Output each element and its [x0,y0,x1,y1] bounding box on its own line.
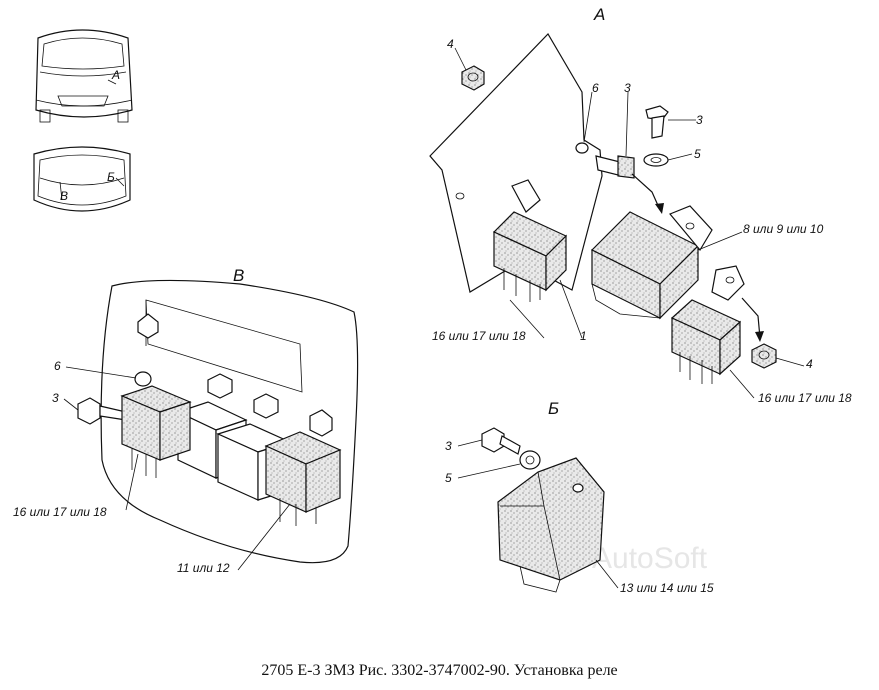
watermark: AutoSoft [592,542,708,575]
callout-b-13-relay: 13 или 14 или 15 [620,581,714,595]
vehicle-front-mark-a: А [111,68,120,82]
view-v-title: В [233,266,244,285]
callout-v-3-bolt: 3 [52,391,59,405]
callout-a-16-relay-left: 16 или 17 или 18 [432,329,526,343]
vehicle-bay-mark-v: В [60,189,68,203]
callout-v-6-washer: 6 [54,359,61,373]
callout-a-8-relay: 8 или 9 или 10 [743,222,824,236]
view-v-assembly [63,279,359,571]
callout-a-3-bolt: 3 [624,81,631,95]
callout-b-3-bolt: 3 [445,439,452,453]
callout-a-16-relay-right: 16 или 17 или 18 [758,391,852,405]
callout-a-4-nut: 4 [447,37,454,51]
vehicle-front-view [35,29,133,123]
vehicle-bay-mark-b: Б [107,170,115,184]
callout-a-6-washer: 6 [592,81,599,95]
vehicle-engine-bay-view [33,146,131,212]
callout-a-1-bracket: 1 [580,329,587,343]
view-a-assembly [429,33,805,399]
callout-a-5-washer: 5 [694,147,701,161]
callout-v-16-relay: 16 или 17 или 18 [13,505,107,519]
figure-caption: 2705 Е-3 ЗМЗ Рис. 3302-3747002-90. Устан… [261,662,618,679]
callout-b-5-washer: 5 [445,471,452,485]
view-b-title: Б [548,399,559,418]
callout-v-11-relay: 11 или 12 [177,561,230,575]
callout-a-3-bolt-right: 3 [696,113,703,127]
callout-a-4-nut-bottom: 4 [806,357,813,371]
view-a-title: А [593,5,605,24]
view-b-assembly [457,427,619,593]
